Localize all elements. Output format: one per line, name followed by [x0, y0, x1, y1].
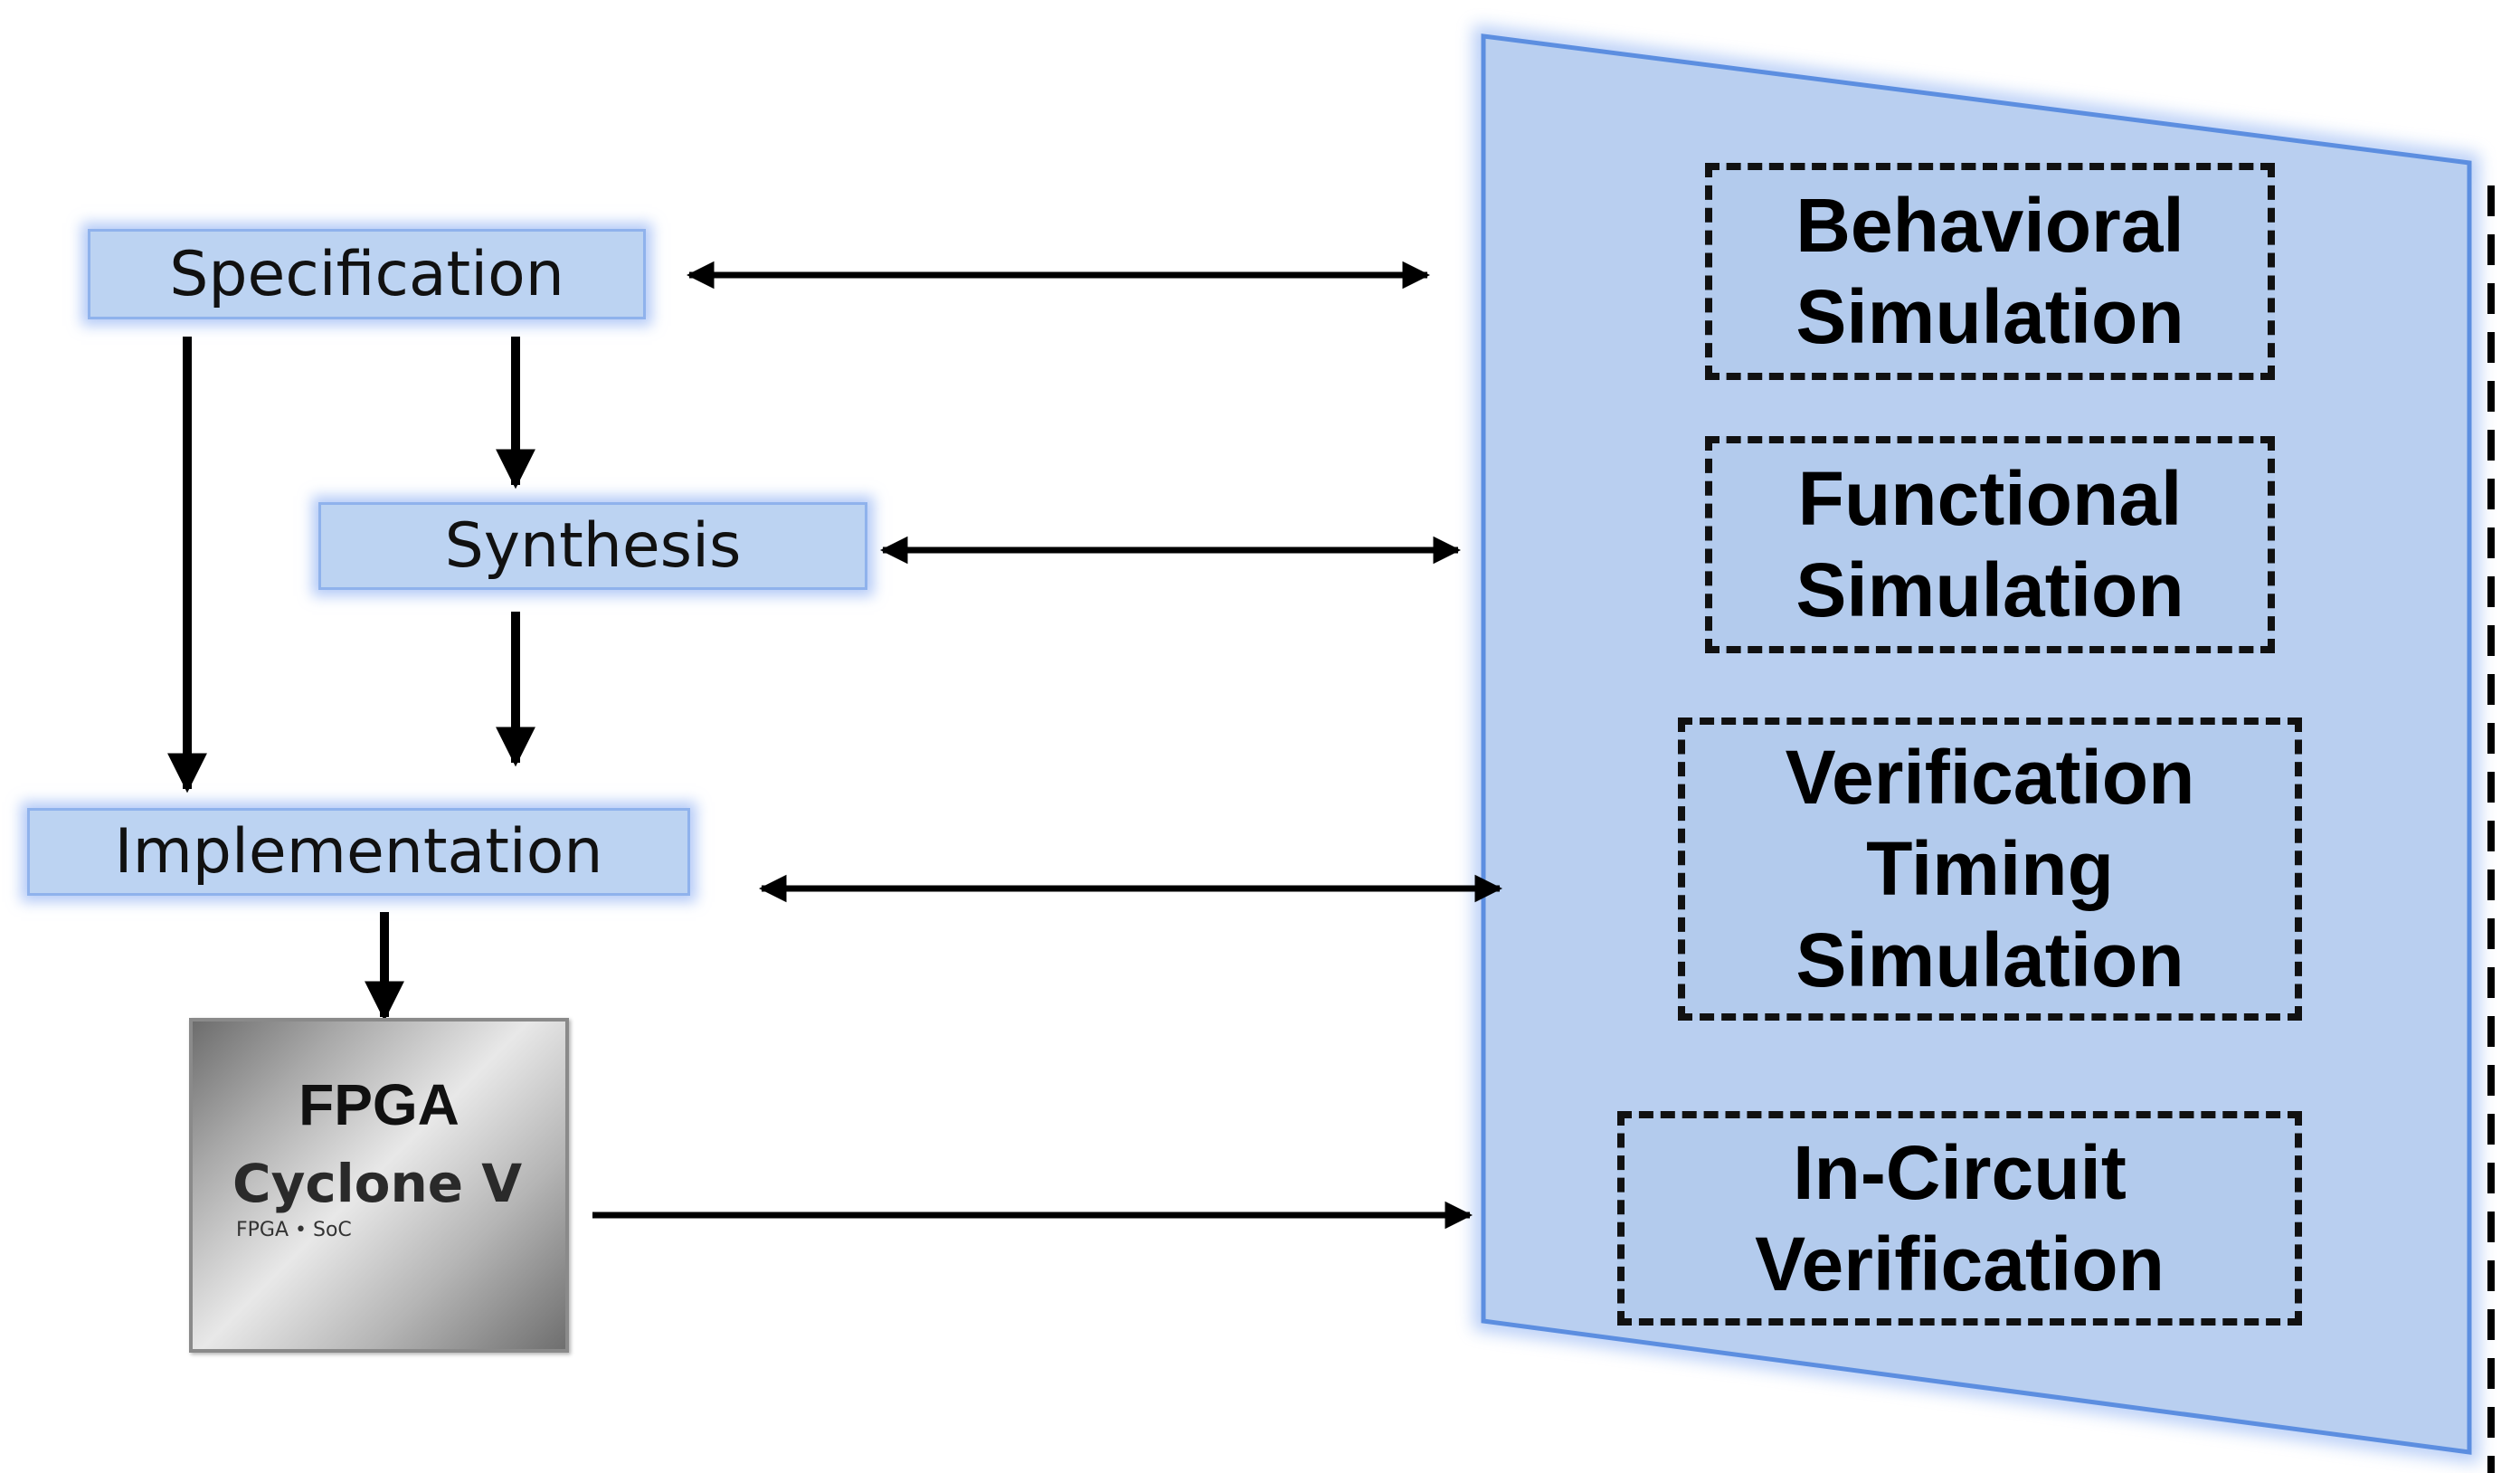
specification-box: Specification — [88, 229, 646, 319]
specification-label: Specification — [169, 238, 564, 310]
in-circuit-verification-box: In-Circuit Verification — [1617, 1111, 2302, 1326]
functional-simulation-label: Functional Simulation — [1795, 456, 2184, 632]
fpga-chip-image: FPGA Cyclone V FPGA • SoC — [189, 1018, 569, 1353]
behavioral-simulation-box: Behavioral Simulation — [1705, 163, 2275, 380]
in-circuit-verification-label: In-Circuit Verification — [1755, 1129, 2165, 1307]
timing-simulation-label: Verification Timing Simulation — [1785, 735, 2195, 1003]
synthesis-label: Synthesis — [444, 510, 742, 582]
synthesis-box: Synthesis — [318, 502, 867, 590]
implementation-label: Implementation — [114, 816, 603, 888]
behavioral-simulation-label: Behavioral Simulation — [1795, 183, 2184, 359]
chip-subtitle: FPGA • SoC — [236, 1219, 352, 1241]
implementation-box: Implementation — [27, 808, 690, 896]
functional-simulation-box: Functional Simulation — [1705, 436, 2275, 653]
chip-model: Cyclone V — [232, 1153, 523, 1214]
timing-simulation-box: Verification Timing Simulation — [1678, 717, 2302, 1021]
chip-title: FPGA — [298, 1072, 459, 1137]
